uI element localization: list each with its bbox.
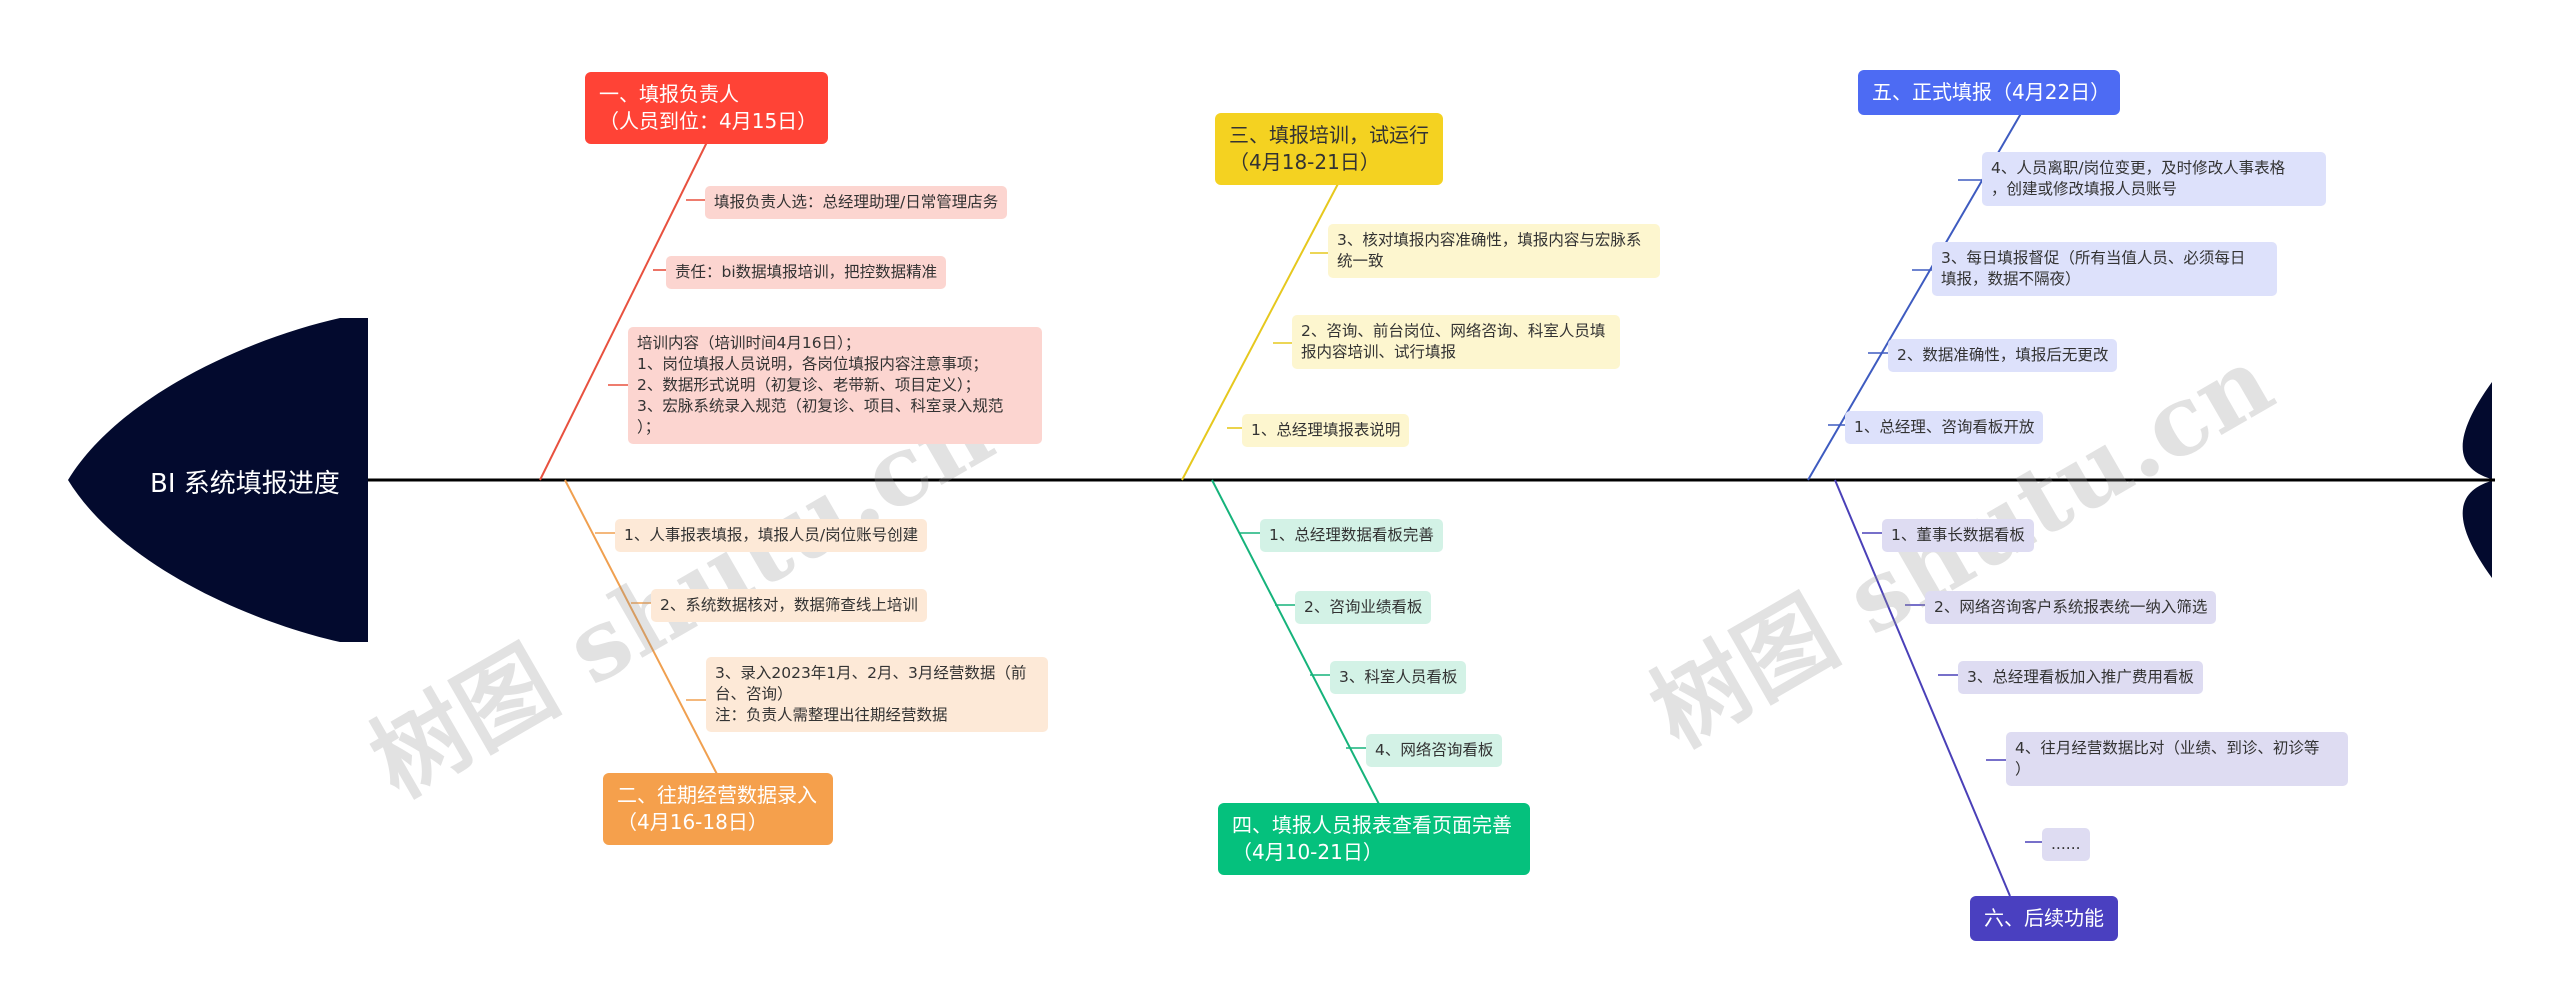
branch-6-line: [1834, 479, 2011, 897]
branch-4-item-2[interactable]: 2、咨询业绩看板: [1295, 591, 1432, 624]
branch-4-item-4[interactable]: 4、网络咨询看板: [1366, 734, 1503, 767]
branch-2-label[interactable]: 二、往期经营数据录入 （4月16-18日）: [603, 773, 833, 845]
branch-3-line: [1181, 179, 1341, 481]
fish-tail: [2462, 382, 2495, 578]
branch-2-item-1[interactable]: 1、人事报表填报，填报人员/岗位账号创建: [615, 519, 928, 552]
branch-4-label[interactable]: 四、填报人员报表查看页面完善 （4月10-21日）: [1218, 803, 1530, 875]
branch-4-line: [1211, 479, 1383, 811]
branch-5-item-2[interactable]: 3、每日填报督促（所有当值人员、必须每日 填报，数据不隔夜）: [1932, 242, 2277, 296]
branch-1-item-3[interactable]: 培训内容（培训时间4月16日）； 1、岗位填报人员说明，各岗位填报内容注意事项；…: [628, 327, 1042, 444]
branch-3-item-3[interactable]: 1、总经理填报表说明: [1242, 414, 1410, 447]
branch-4-item-3[interactable]: 3、科室人员看板: [1330, 661, 1467, 694]
branch-2-item-2[interactable]: 2、系统数据核对，数据筛查线上培训: [651, 589, 927, 622]
branch-3-item-2[interactable]: 2、咨询、前台岗位、网络咨询、科室人员填 报内容培训、试行填报: [1292, 315, 1620, 369]
branch-6-item-1[interactable]: 1、董事长数据看板: [1882, 519, 2034, 552]
branch-1-item-1[interactable]: 填报负责人选：总经理助理/日常管理店务: [705, 186, 1008, 219]
branch-6-item-4[interactable]: 4、往月经营数据比对（业绩、到诊、初诊等 ）: [2006, 732, 2348, 786]
branch-6-item-3[interactable]: 3、总经理看板加入推广费用看板: [1958, 661, 2203, 694]
branch-5-item-1[interactable]: 4、人员离职/岗位变更，及时修改人事表格 ，创建或修改填报人员账号: [1982, 152, 2326, 206]
branch-6-label[interactable]: 六、后续功能: [1970, 896, 2118, 941]
branch-1-item-2[interactable]: 责任：bi数据填报培训，把控数据精准: [666, 256, 947, 289]
branch-2-line: [564, 479, 721, 781]
diagram-title: BI 系统填报进度: [150, 469, 340, 499]
branch-3-label[interactable]: 三、填报培训，试运行 （4月18-21日）: [1215, 113, 1443, 185]
branch-5-label[interactable]: 五、正式填报（4月22日）: [1858, 70, 2120, 115]
branch-1-line: [539, 139, 709, 481]
branch-6-item-5[interactable]: ......: [2042, 828, 2090, 861]
branch-2-item-3[interactable]: 3、录入2023年1月、2月、3月经营数据（前 台、咨询） 注：负责人需整理出往…: [706, 657, 1048, 732]
branch-1-label[interactable]: 一、填报负责人 （人员到位：4月15日）: [585, 72, 828, 144]
branch-5-item-4[interactable]: 1、总经理、咨询看板开放: [1845, 411, 2044, 444]
branch-6-item-2[interactable]: 2、网络咨询客户系统报表统一纳入筛选: [1925, 591, 2217, 624]
fish-head: [68, 318, 368, 642]
branch-5-item-3[interactable]: 2、数据准确性，填报后无更改: [1888, 339, 2118, 372]
branch-3-item-1[interactable]: 3、核对填报内容准确性，填报内容与宏脉系 统一致: [1328, 224, 1660, 278]
branch-4-item-1[interactable]: 1、总经理数据看板完善: [1260, 519, 1443, 552]
